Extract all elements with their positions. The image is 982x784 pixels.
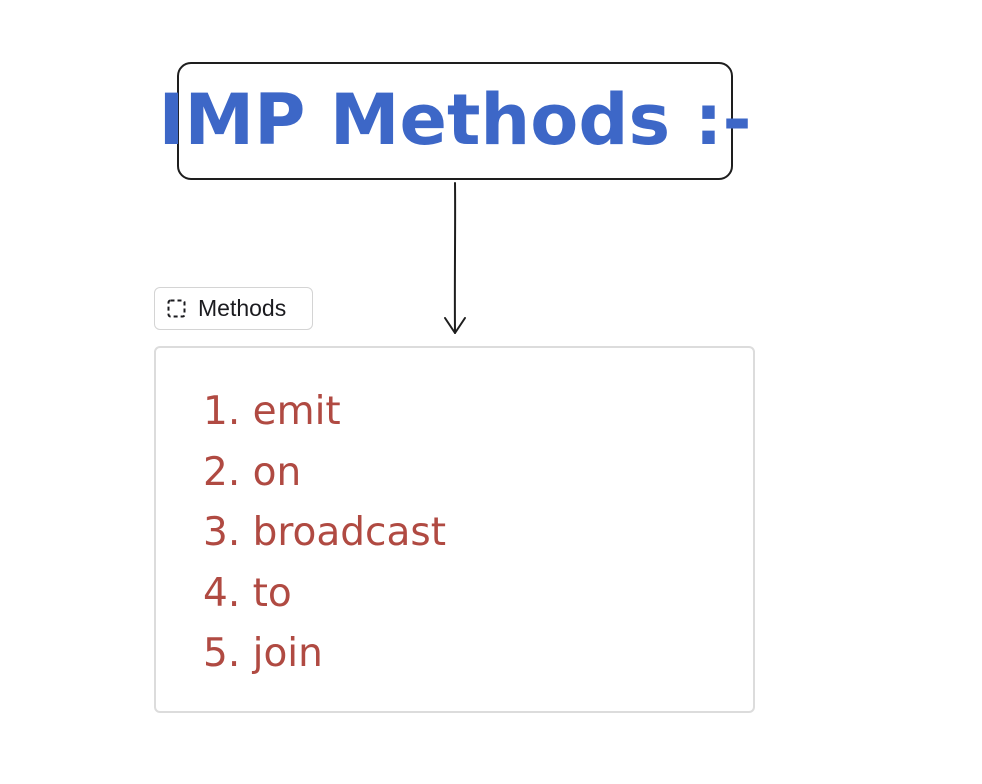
frame-label-text: Methods [198,295,287,321]
frame-icon [167,299,186,318]
list-item[interactable]: 3. broadcast [203,510,447,555]
arrow-head [444,317,466,334]
methods-frame[interactable] [154,346,755,713]
title-text: IMP Methods :- [158,79,752,161]
frame-label[interactable]: Methods [154,287,313,330]
methods-list: 1. emit 2. on 3. broadcast 4. to 5. join [203,382,446,685]
list-item[interactable]: 4. to [203,570,292,616]
list-item[interactable]: 5. join [203,631,323,676]
list-item[interactable]: 2. on [203,449,302,495]
list-item[interactable]: 1. emit [203,389,341,434]
title-box[interactable]: IMP Methods :- [158,62,752,180]
